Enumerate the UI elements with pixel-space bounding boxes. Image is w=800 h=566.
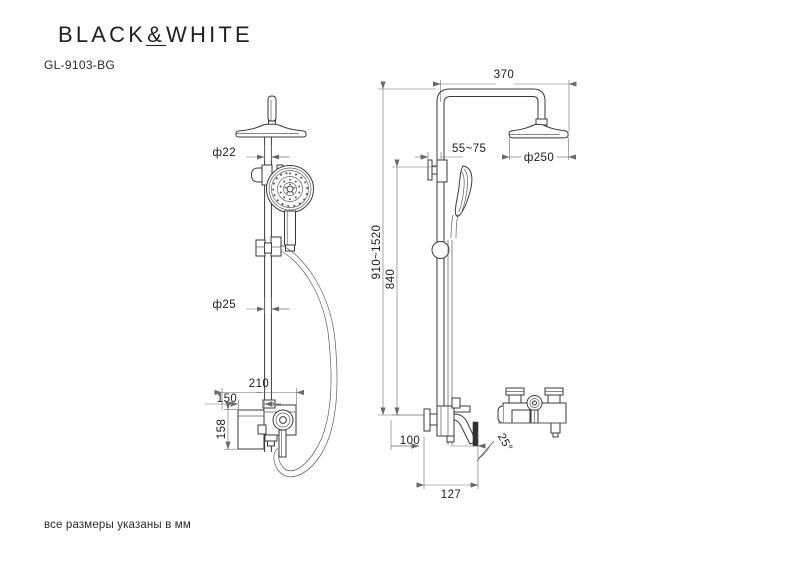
- dimension-bar-height: 840: [385, 159, 436, 416]
- dimension-label-riser-diameter: ф22: [213, 147, 236, 159]
- dimension-label-25deg: 25°: [495, 431, 515, 453]
- dimension-label-head-diameter: ф250: [524, 152, 554, 164]
- dimension-label-210: 210: [249, 378, 269, 390]
- dimension-label-100: 100: [400, 435, 420, 447]
- dimension-riser-diameter: ф22: [213, 144, 290, 161]
- slider-holder-front: [255, 236, 282, 257]
- dimension-overall-height: 910~1520: [371, 81, 436, 416]
- brand-name-part1: BLACK: [58, 22, 147, 47]
- dimension-base-depth: 127: [416, 437, 479, 501]
- dimension-label-127: 127: [441, 489, 461, 501]
- footer-note: все размеры указаны в мм: [44, 519, 191, 531]
- dimension-bracket-projection: 55~75: [415, 143, 486, 162]
- brand-name-part2: WHITE: [166, 22, 253, 47]
- dimension-mixer-height: 158: [216, 401, 238, 450]
- dimension-label-370: 370: [494, 69, 514, 81]
- dimension-label-158: 158: [216, 419, 228, 439]
- dimension-label-55-75: 55~75: [452, 143, 486, 155]
- dimension-arm-length: 370: [432, 69, 577, 132]
- hand-shower-side: [450, 165, 473, 239]
- dimension-label-150: 150: [217, 393, 237, 405]
- dimension-head-diameter: ф250: [501, 138, 577, 164]
- overhead-shower-side: [508, 118, 569, 139]
- shower-arm-side: [436, 88, 546, 180]
- wall-bracket-side: [427, 159, 448, 183]
- mixer-front-detail: [497, 387, 567, 438]
- mixer-body-side: [423, 397, 479, 447]
- dimension-mixer-width-inner: 150: [205, 393, 281, 410]
- hand-shower-front: [266, 164, 314, 252]
- side-view: 370 ф250: [371, 69, 577, 501]
- shower-hose-front: [273, 244, 338, 478]
- model-code: GL-9103-BG: [44, 58, 116, 72]
- brand-logo: BLACK&WHITE: [58, 22, 253, 48]
- dimension-label-slidebar-diameter: ф25: [213, 299, 236, 311]
- front-view: ф22: [205, 95, 338, 478]
- dimension-mixer-width-total: 210: [214, 378, 305, 410]
- dimension-label-840: 840: [385, 269, 397, 289]
- mixer-body-front: [237, 399, 297, 458]
- dimension-label-overall-height: 910~1520: [371, 225, 383, 280]
- brand-ampersand: &: [146, 22, 167, 47]
- dimension-spout-projection: 100: [390, 420, 486, 452]
- dimension-slidebar-diameter: ф25: [213, 297, 290, 313]
- dimension-spout-angle: 25°: [476, 431, 515, 462]
